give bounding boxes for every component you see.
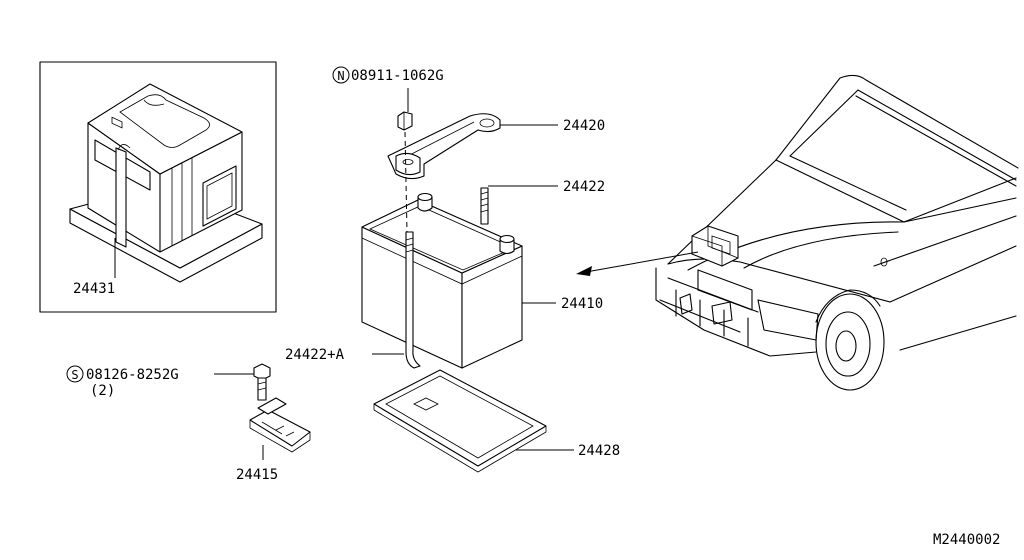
nut-symbol: N (337, 69, 344, 83)
tray-part-number: 24428 (578, 443, 620, 459)
bolt-quantity: (2) (90, 383, 115, 399)
n-circle (332, 66, 350, 84)
s-circle (66, 365, 84, 383)
tray (373, 369, 547, 473)
leader-lines (214, 88, 574, 460)
clamp-part-number: 24420 (563, 118, 605, 134)
assembly-line (404, 131, 408, 233)
battery-part-number: 24410 (561, 296, 603, 312)
cover-part-number: 24431 (73, 281, 115, 297)
rod-a-part-number: 24422+A (285, 347, 345, 363)
bracket (249, 397, 311, 453)
nut-part-number: 08911-1062G (351, 68, 444, 84)
nut (397, 111, 413, 131)
bolt (253, 363, 271, 401)
bolt-part-number: 08126-8252G (86, 367, 179, 383)
clamp (387, 113, 501, 180)
bolt-symbol: S (71, 368, 78, 382)
rod-part-number: 24422 (563, 179, 605, 195)
nut-callout: N 08911-1062G (332, 66, 444, 84)
bracket-part-number: 24415 (236, 467, 278, 483)
hold-down-rod-a (405, 231, 421, 369)
cover-inset (39, 61, 277, 313)
location-arrow (576, 251, 699, 276)
vehicle-front (655, 74, 1019, 391)
bolt-callout: S 08126-8252G (2) (66, 365, 179, 399)
hold-down-rod (480, 187, 489, 225)
diagram-code: M2440002 (933, 532, 1000, 548)
battery (361, 192, 523, 369)
